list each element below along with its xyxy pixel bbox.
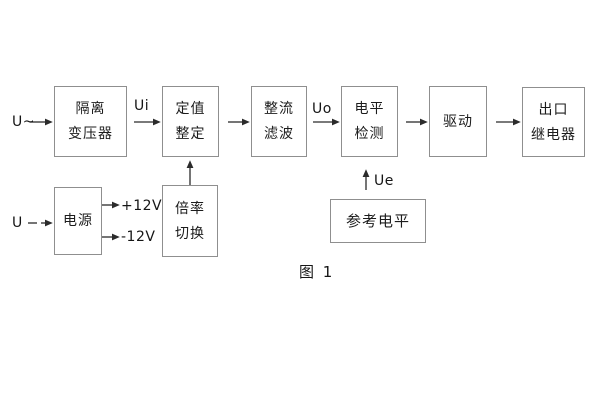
block-label: 滤波 <box>264 126 294 142</box>
block-level-detect: 电平 检测 <box>341 86 398 157</box>
block-label: 整流 <box>264 101 294 117</box>
block-label: 隔离 <box>75 101 106 117</box>
label-minus-12v: -12V <box>121 229 156 245</box>
label-ue: Ue <box>374 173 394 189</box>
block-label: 参考电平 <box>345 211 410 230</box>
block-label: 变压器 <box>68 126 113 142</box>
block-output-relay: 出口 继电器 <box>522 87 585 157</box>
label-ui: Ui <box>134 98 150 114</box>
block-label: 继电器 <box>531 126 576 143</box>
block-label: 倍率 <box>175 200 205 217</box>
block-rectify-filter: 整流 滤波 <box>251 86 307 157</box>
label-plus-12v: +12V <box>121 198 163 214</box>
block-isolation-transformer: 隔离 变压器 <box>54 86 127 157</box>
label-uo: Uo <box>312 101 332 117</box>
block-drive: 驱动 <box>429 86 487 157</box>
label-input-dc: U <box>12 215 23 231</box>
block-label: 电平 <box>354 101 385 117</box>
block-multiplier-switch: 倍率 切换 <box>162 185 218 257</box>
block-label: 整定 <box>175 126 206 142</box>
block-setpoint-adjust: 定值 整定 <box>162 86 219 157</box>
block-label: 电源 <box>63 213 93 229</box>
block-label: 驱动 <box>443 113 473 130</box>
figure-caption: 图 1 <box>299 263 335 281</box>
block-label: 切换 <box>175 225 205 242</box>
block-label: 出口 <box>538 101 569 118</box>
block-reference-level: 参考电平 <box>330 199 426 243</box>
label-input-ac: U~ <box>12 114 35 130</box>
block-label: 检测 <box>354 126 385 142</box>
block-power-supply: 电源 <box>54 187 102 255</box>
block-label: 定值 <box>175 101 206 117</box>
